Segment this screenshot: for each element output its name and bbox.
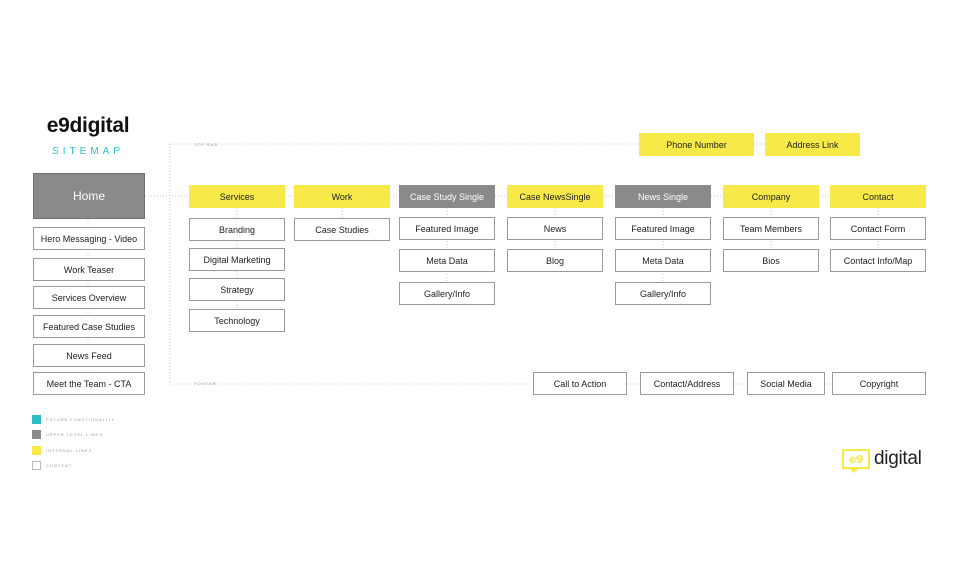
footer-contact-address[interactable]: Contact/Address [640, 372, 734, 395]
logo-mark-icon: e9 [842, 449, 870, 473]
company-bios[interactable]: Bios [723, 249, 819, 272]
top-bar-phone-number[interactable]: Phone Number [639, 133, 754, 156]
contact-info-map[interactable]: Contact Info/Map [830, 249, 926, 272]
case-study-featured-image[interactable]: Featured Image [399, 217, 495, 240]
legend-swatch-teal [32, 415, 41, 424]
legend-swatch-white [32, 461, 41, 470]
nav-company[interactable]: Company [723, 185, 819, 208]
footer-call-to-action[interactable]: Call to Action [533, 372, 627, 395]
home-section-services-overview[interactable]: Services Overview [33, 286, 145, 309]
services-strategy[interactable]: Strategy [189, 278, 285, 301]
legend-swatch-yellow [32, 446, 41, 455]
case-study-gallery-info[interactable]: Gallery/Info [399, 282, 495, 305]
case-news-blog[interactable]: Blog [507, 249, 603, 272]
services-technology[interactable]: Technology [189, 309, 285, 332]
home-node[interactable]: Home [33, 173, 145, 219]
news-single-gallery-info[interactable]: Gallery/Info [615, 282, 711, 305]
legend-internal-links: INTERNAL LINKS [32, 445, 92, 456]
home-section-news-feed[interactable]: News Feed [33, 344, 145, 367]
footer-label: FOOTER [194, 381, 217, 386]
footer-social-media[interactable]: Social Media [747, 372, 825, 395]
services-branding[interactable]: Branding [189, 218, 285, 241]
top-bar-label: TOP BAR [194, 142, 219, 147]
work-case-studies[interactable]: Case Studies [294, 218, 390, 241]
brand-title: e9digital [46, 114, 130, 137]
nav-services[interactable]: Services [189, 185, 285, 208]
home-section-hero[interactable]: Hero Messaging - Video [33, 227, 145, 250]
home-section-work-teaser[interactable]: Work Teaser [33, 258, 145, 281]
nav-contact[interactable]: Contact [830, 185, 926, 208]
logo-mark-text: e9 [848, 452, 864, 466]
logo-wordmark: digital [874, 448, 922, 469]
legend-label: UPPER LEVEL LINKS [46, 432, 103, 437]
legend-future-functionality: FUTURE FUNCTIONALITY [32, 414, 115, 425]
case-news-news[interactable]: News [507, 217, 603, 240]
nav-work[interactable]: Work [294, 185, 390, 208]
home-section-featured-case-studies[interactable]: Featured Case Studies [33, 315, 145, 338]
nav-case-news-single[interactable]: Case NewsSingle [507, 185, 603, 208]
footer-copyright[interactable]: Copyright [832, 372, 926, 395]
home-section-meet-the-team[interactable]: Meet the Team - CTA [33, 372, 145, 395]
top-bar-address-link[interactable]: Address Link [765, 133, 860, 156]
nav-news-single[interactable]: News Single [615, 185, 711, 208]
legend-label: CONTENT [46, 463, 73, 468]
company-team-members[interactable]: Team Members [723, 217, 819, 240]
e9digital-logo: e9 digital [842, 444, 922, 474]
legend-label: INTERNAL LINKS [46, 448, 93, 453]
services-digital-marketing[interactable]: Digital Marketing [189, 248, 285, 271]
case-study-meta-data[interactable]: Meta Data [399, 249, 495, 272]
news-single-featured-image[interactable]: Featured Image [615, 217, 711, 240]
brand-subtitle: SITEMAP [52, 146, 124, 157]
legend-content: CONTENT [32, 460, 72, 471]
news-single-meta-data[interactable]: Meta Data [615, 249, 711, 272]
nav-case-study-single[interactable]: Case Study Single [399, 185, 495, 208]
contact-form[interactable]: Contact Form [830, 217, 926, 240]
legend-upper-level-links: UPPER LEVEL LINKS [32, 429, 103, 440]
legend-swatch-gray [32, 430, 41, 439]
legend-label: FUTURE FUNCTIONALITY [46, 417, 116, 422]
